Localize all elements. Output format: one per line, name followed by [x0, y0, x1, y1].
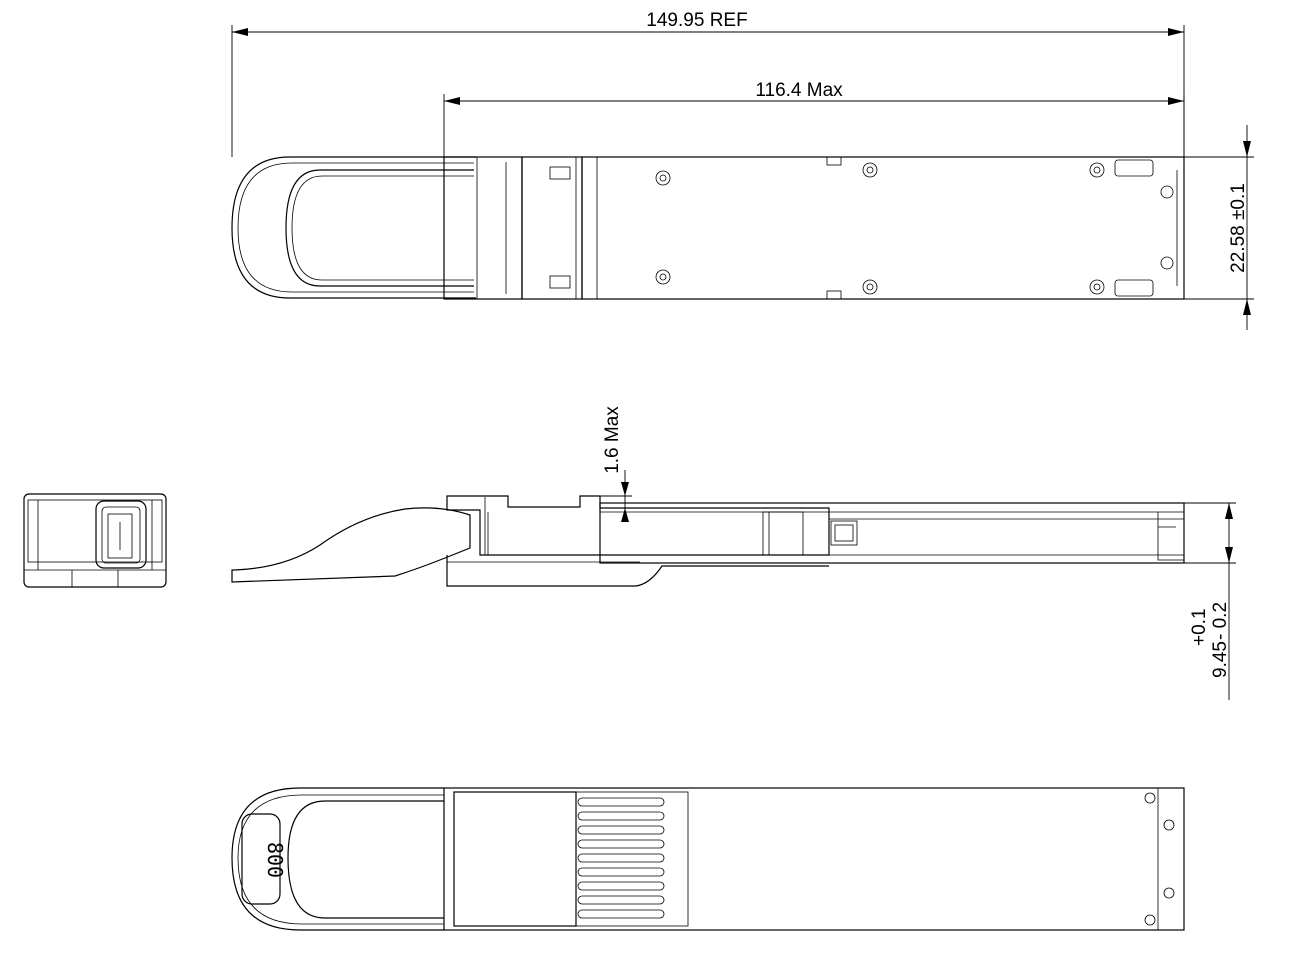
- top-view-pull-tab: [231, 156, 476, 299]
- side-view-pull-tab: [231, 507, 471, 583]
- end-view-connector: [95, 500, 147, 569]
- top-view-screws: [655, 162, 1174, 295]
- side-view: [231, 495, 1185, 587]
- top-clearance-dimension: 1.6 Max: [600, 406, 632, 522]
- height-tol-upper: +0.1: [1189, 608, 1210, 646]
- height-dimension: 9.45 +0.1 - 0.2: [1184, 502, 1236, 700]
- width-label: 22.58 ±0.1: [1228, 183, 1249, 273]
- body-length-dimension: 116.4 Max: [443, 80, 1185, 157]
- pull-tab-marking-badge: [241, 813, 281, 905]
- top-view-housing: [581, 156, 1185, 300]
- top-view: [231, 156, 1185, 300]
- bottom-view-housing: [443, 787, 1185, 931]
- bottom-view: 800: [231, 787, 1185, 931]
- width-dimension: 22.58 ±0.1: [1184, 125, 1254, 330]
- bottom-view-pull-tab: [231, 787, 444, 931]
- end-view: [23, 493, 167, 588]
- top-view-mid-section: [521, 156, 583, 300]
- pull-tab-marking: 800: [263, 842, 287, 878]
- body-length-label: 116.4 Max: [755, 80, 843, 101]
- height-tol-lower: - 0.2: [1210, 602, 1231, 640]
- overall-length-label: 149.95 REF: [646, 10, 747, 31]
- side-view-housing: [599, 502, 1185, 564]
- heatsink-fins: [577, 797, 665, 919]
- top-clearance-label: 1.6 Max: [602, 406, 623, 474]
- top-view-latch: [443, 156, 523, 300]
- overall-length-dimension: 149.95 REF: [231, 10, 1185, 157]
- height-label: 9.45: [1210, 641, 1231, 678]
